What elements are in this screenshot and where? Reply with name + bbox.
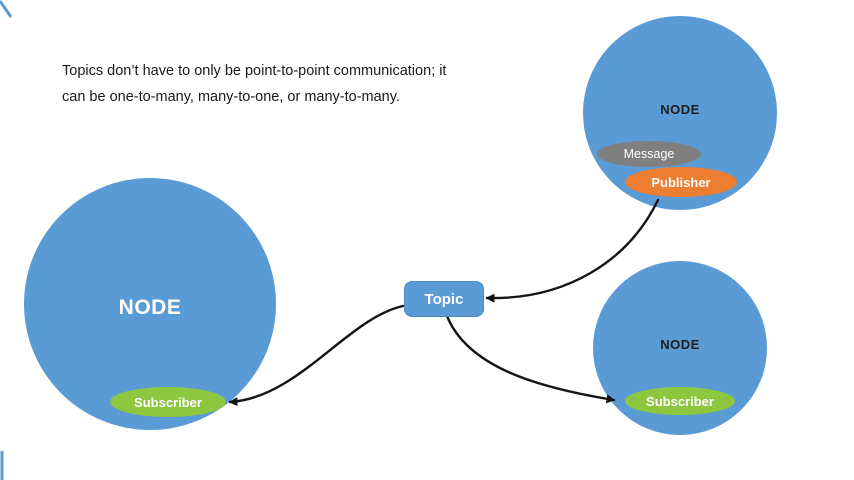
node-label-bottom-right: NODE: [660, 337, 700, 352]
message-badge: Message: [597, 141, 701, 167]
caption-line-1: Topics don’t have to only be point-to-po…: [62, 63, 447, 79]
subscriber-badge-right: Subscriber: [625, 387, 735, 415]
caption: Topics don’t have to only be point-to-po…: [62, 58, 582, 110]
publisher-badge: Publisher: [625, 167, 737, 197]
node-label-top-right: NODE: [660, 102, 700, 117]
topic-label: Topic: [424, 290, 464, 308]
arrow-topic-to-right-subscriber: [445, 314, 616, 404]
subscriber-badge-left: Subscriber: [110, 387, 226, 417]
edge-artifact-top-left: [0, 0, 13, 18]
caption-line-2: can be one-to-many, many-to-one, or many…: [62, 89, 400, 105]
topic-box: Topic: [404, 281, 484, 317]
node-label-left: NODE: [118, 296, 182, 319]
